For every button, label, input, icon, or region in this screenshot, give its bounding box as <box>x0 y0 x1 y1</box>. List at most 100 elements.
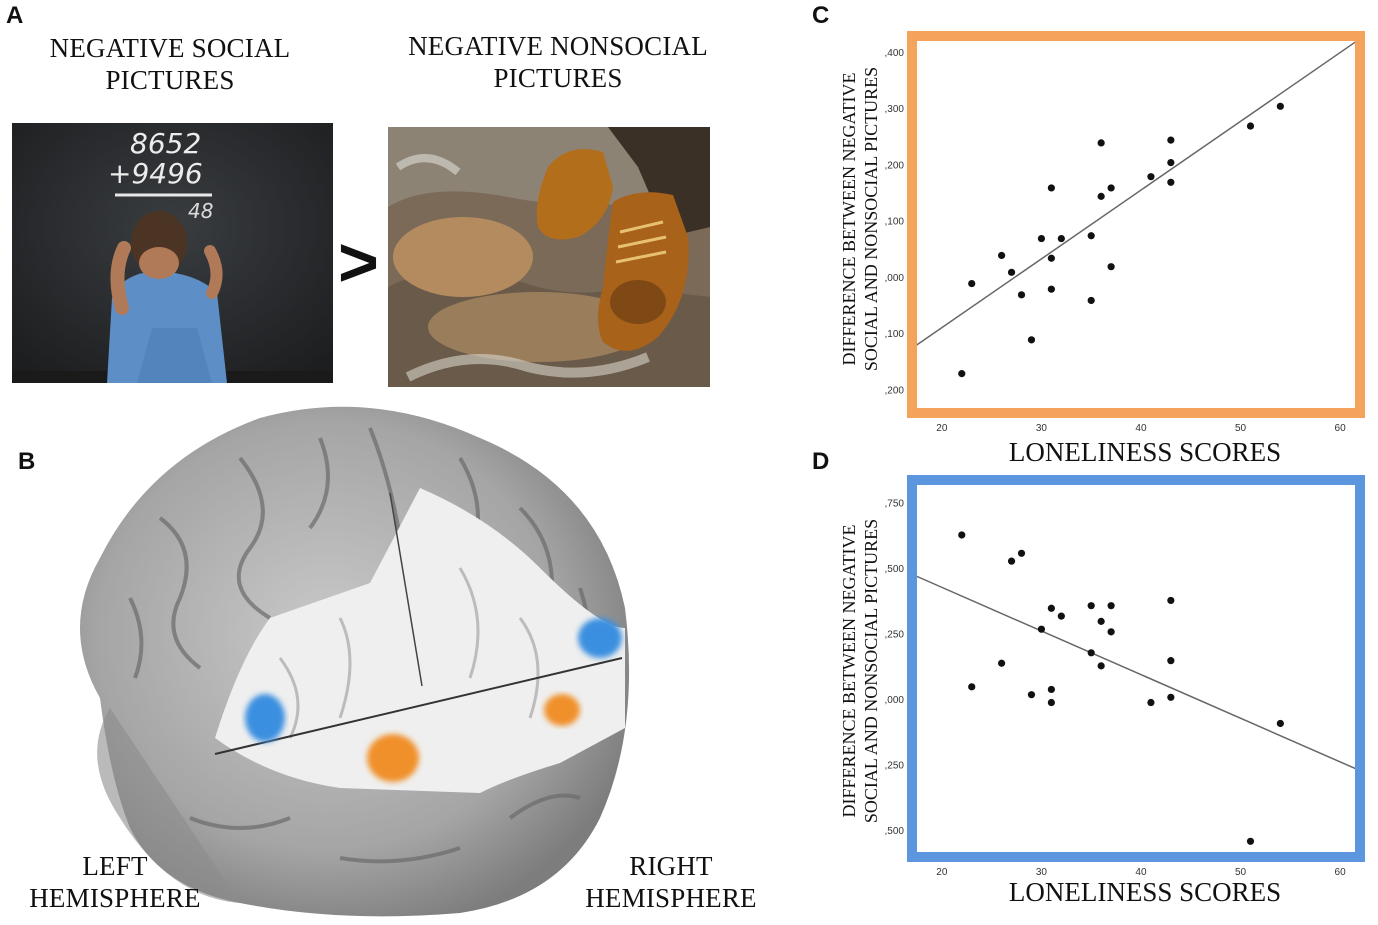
data-point <box>1037 625 1046 633</box>
data-point <box>1047 184 1055 192</box>
data-point <box>1007 268 1016 276</box>
data-point <box>1047 604 1055 612</box>
x-tick-label: 20 <box>936 867 948 878</box>
data-point <box>968 279 976 288</box>
y-tick-label: ,500 <box>885 826 905 837</box>
data-point <box>1167 657 1175 665</box>
data-point <box>1087 296 1095 305</box>
chart-d-scatter: ,500 ,250 ,000 ,250 ,500 ,750 20 30 40 50 60 <box>885 475 1365 878</box>
caption-line: NEGATIVE NONSOCIAL <box>408 31 708 61</box>
boy-blackboard-photo: 8652 +9496 48 <box>12 123 333 383</box>
data-point <box>1087 232 1095 240</box>
negative-nonsocial-caption: NEGATIVE NONSOCIAL PICTURES <box>390 30 726 94</box>
chart-d-xlabel: LONELINESS SCORES <box>1008 877 1282 907</box>
data-point <box>1097 617 1105 625</box>
y-tick-label: ,250 <box>885 629 905 640</box>
x-tick-label: 60 <box>1335 867 1347 878</box>
x-tick-label: 30 <box>1036 423 1048 434</box>
data-point <box>1097 139 1105 147</box>
plot-area <box>912 480 1360 857</box>
data-point <box>958 531 966 539</box>
y-tick-label: ,000 <box>885 273 905 284</box>
ylabel-line: DIFFERENCE BETWEEN NEGATIVE <box>839 72 859 366</box>
data-point <box>1147 173 1155 181</box>
caption-line: PICTURES <box>493 63 623 93</box>
data-point <box>1027 336 1036 344</box>
chart-c-xlabel: LONELINESS SCORES <box>1008 437 1282 467</box>
label-line: HEMISPHERE <box>29 883 201 913</box>
data-point <box>1167 159 1175 167</box>
data-point <box>1276 102 1284 110</box>
data-point <box>968 683 976 691</box>
plot-area <box>912 36 1360 413</box>
panel-d-letter: D <box>812 448 830 475</box>
boots-mud-photo <box>388 127 710 387</box>
left-hemisphere-label: LEFT HEMISPHERE <box>20 850 210 914</box>
data-point <box>1047 698 1055 707</box>
y-tick-label: ,200 <box>885 160 905 171</box>
data-point <box>1017 291 1026 299</box>
greater-than-symbol: > <box>338 223 379 301</box>
y-tick-label: ,300 <box>885 104 905 115</box>
data-point <box>1167 136 1175 144</box>
caption-line: PICTURES <box>105 65 235 95</box>
data-point <box>1057 234 1065 243</box>
data-point <box>1167 693 1175 701</box>
data-point <box>1246 837 1255 845</box>
data-point <box>1057 612 1065 620</box>
y-tick-label: ,100 <box>885 329 905 340</box>
y-tick-label: ,100 <box>885 217 905 228</box>
x-tick-label: 40 <box>1135 423 1147 434</box>
data-point <box>1167 178 1175 186</box>
y-tick-label: ,000 <box>885 695 905 706</box>
data-point <box>998 659 1006 667</box>
data-point <box>1047 254 1055 262</box>
y-tick-label: ,400 <box>885 48 905 59</box>
data-point <box>1107 628 1115 636</box>
x-tick-label: 30 <box>1036 867 1048 878</box>
x-tick-label: 50 <box>1235 867 1247 878</box>
data-point <box>1087 602 1095 610</box>
data-point <box>1097 192 1105 200</box>
data-point <box>1047 685 1055 694</box>
data-point <box>1027 691 1036 699</box>
data-point <box>1276 719 1284 728</box>
panel-b-letter: B <box>18 448 36 475</box>
y-tick-label: ,750 <box>885 499 905 510</box>
data-point <box>1107 263 1115 271</box>
fit-line <box>911 573 1361 772</box>
negative-social-caption: NEGATIVE SOCIAL PICTURES <box>20 32 320 96</box>
brain-render <box>40 398 640 920</box>
data-point <box>1147 698 1155 707</box>
caption-line: NEGATIVE SOCIAL <box>49 33 291 63</box>
x-tick-label: 60 <box>1335 423 1347 434</box>
label-line: HEMISPHERE <box>585 883 757 913</box>
x-tick-label: 40 <box>1135 867 1147 878</box>
ylabel-line: DIFFERENCE BETWEEN NEGATIVE <box>839 524 859 818</box>
y-tick-label: ,250 <box>885 760 905 771</box>
data-point <box>1047 285 1055 293</box>
label-line: LEFT <box>82 851 148 881</box>
fit-line <box>911 38 1361 349</box>
chart-d-frame <box>907 475 1365 862</box>
chalk-number-2: +9496 <box>108 157 203 190</box>
data-point <box>1167 596 1175 605</box>
data-point <box>1017 549 1026 557</box>
data-point <box>958 370 966 378</box>
data-point <box>1087 649 1095 657</box>
y-tick-label: ,500 <box>885 564 905 575</box>
data-point <box>1097 662 1105 670</box>
chalk-number-1: 8652 <box>130 127 202 160</box>
data-point <box>1037 234 1046 243</box>
panel-a-letter: A <box>6 2 24 29</box>
chart-c-frame <box>907 31 1365 418</box>
panel-c-letter: C <box>812 2 830 29</box>
y-tick-label: ,200 <box>885 385 905 396</box>
x-tick-label: 20 <box>936 423 948 434</box>
data-point <box>1246 122 1255 130</box>
data-point <box>998 251 1006 260</box>
data-point <box>1107 602 1115 610</box>
chalk-number-3: 48 <box>188 199 214 223</box>
data-point <box>1107 184 1115 192</box>
